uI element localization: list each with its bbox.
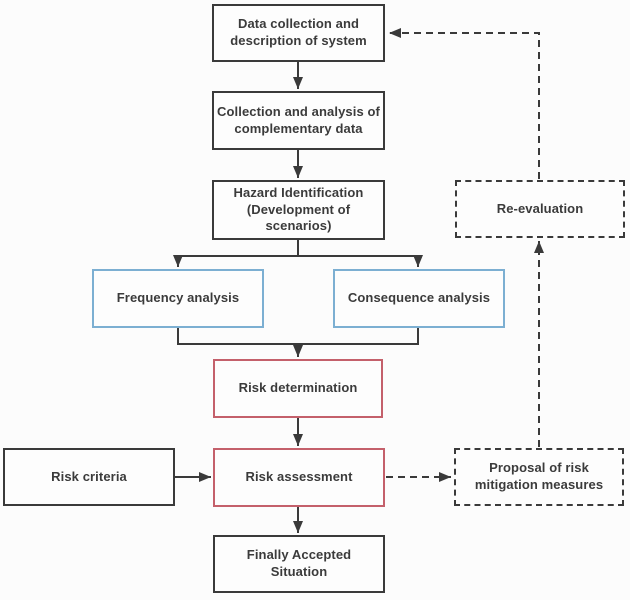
node-consequence-analysis-label: Consequence analysis (347, 290, 491, 306)
node-re-evaluation: Re-evaluation (455, 180, 625, 238)
node-frequency-analysis: Frequency analysis (92, 269, 264, 328)
node-risk-criteria-label: Risk criteria (51, 468, 127, 484)
node-consequence-analysis: Consequence analysis (333, 269, 505, 328)
node-risk-assessment-label: Risk assessment (245, 469, 353, 485)
node-finally-accepted: Finally Accepted Situation (213, 535, 385, 593)
node-re-evaluation-label: Re-evaluation (496, 200, 584, 216)
node-hazard-identification-label: Hazard Identification (Development of sc… (233, 184, 364, 234)
node-data-collection: Data collection and description of syste… (212, 4, 385, 62)
connector-reevaluation-to-data-collection-dashed (389, 28, 540, 179)
node-proposal-mitigation: Proposal of risk mitigation measures (454, 448, 624, 506)
node-risk-assessment: Risk assessment (213, 448, 385, 507)
node-frequency-analysis-label: Frequency analysis (116, 290, 240, 306)
node-risk-criteria: Risk criteria (3, 448, 175, 506)
node-hazard-identification: Hazard Identification (Development of sc… (212, 180, 385, 240)
node-risk-determination: Risk determination (213, 359, 383, 418)
node-complementary-data: Collection and analysis of complementary… (212, 91, 385, 150)
node-complementary-data-label: Collection and analysis of complementary… (217, 103, 380, 136)
connector-hazard-branch (178, 240, 418, 257)
node-finally-accepted-label: Finally Accepted Situation (246, 547, 352, 579)
connector-analyses-merge (177, 328, 419, 345)
node-data-collection-label: Data collection and description of syste… (230, 16, 367, 48)
node-risk-determination-label: Risk determination (238, 380, 358, 396)
node-proposal-mitigation-label: Proposal of risk mitigation measures (474, 460, 604, 492)
